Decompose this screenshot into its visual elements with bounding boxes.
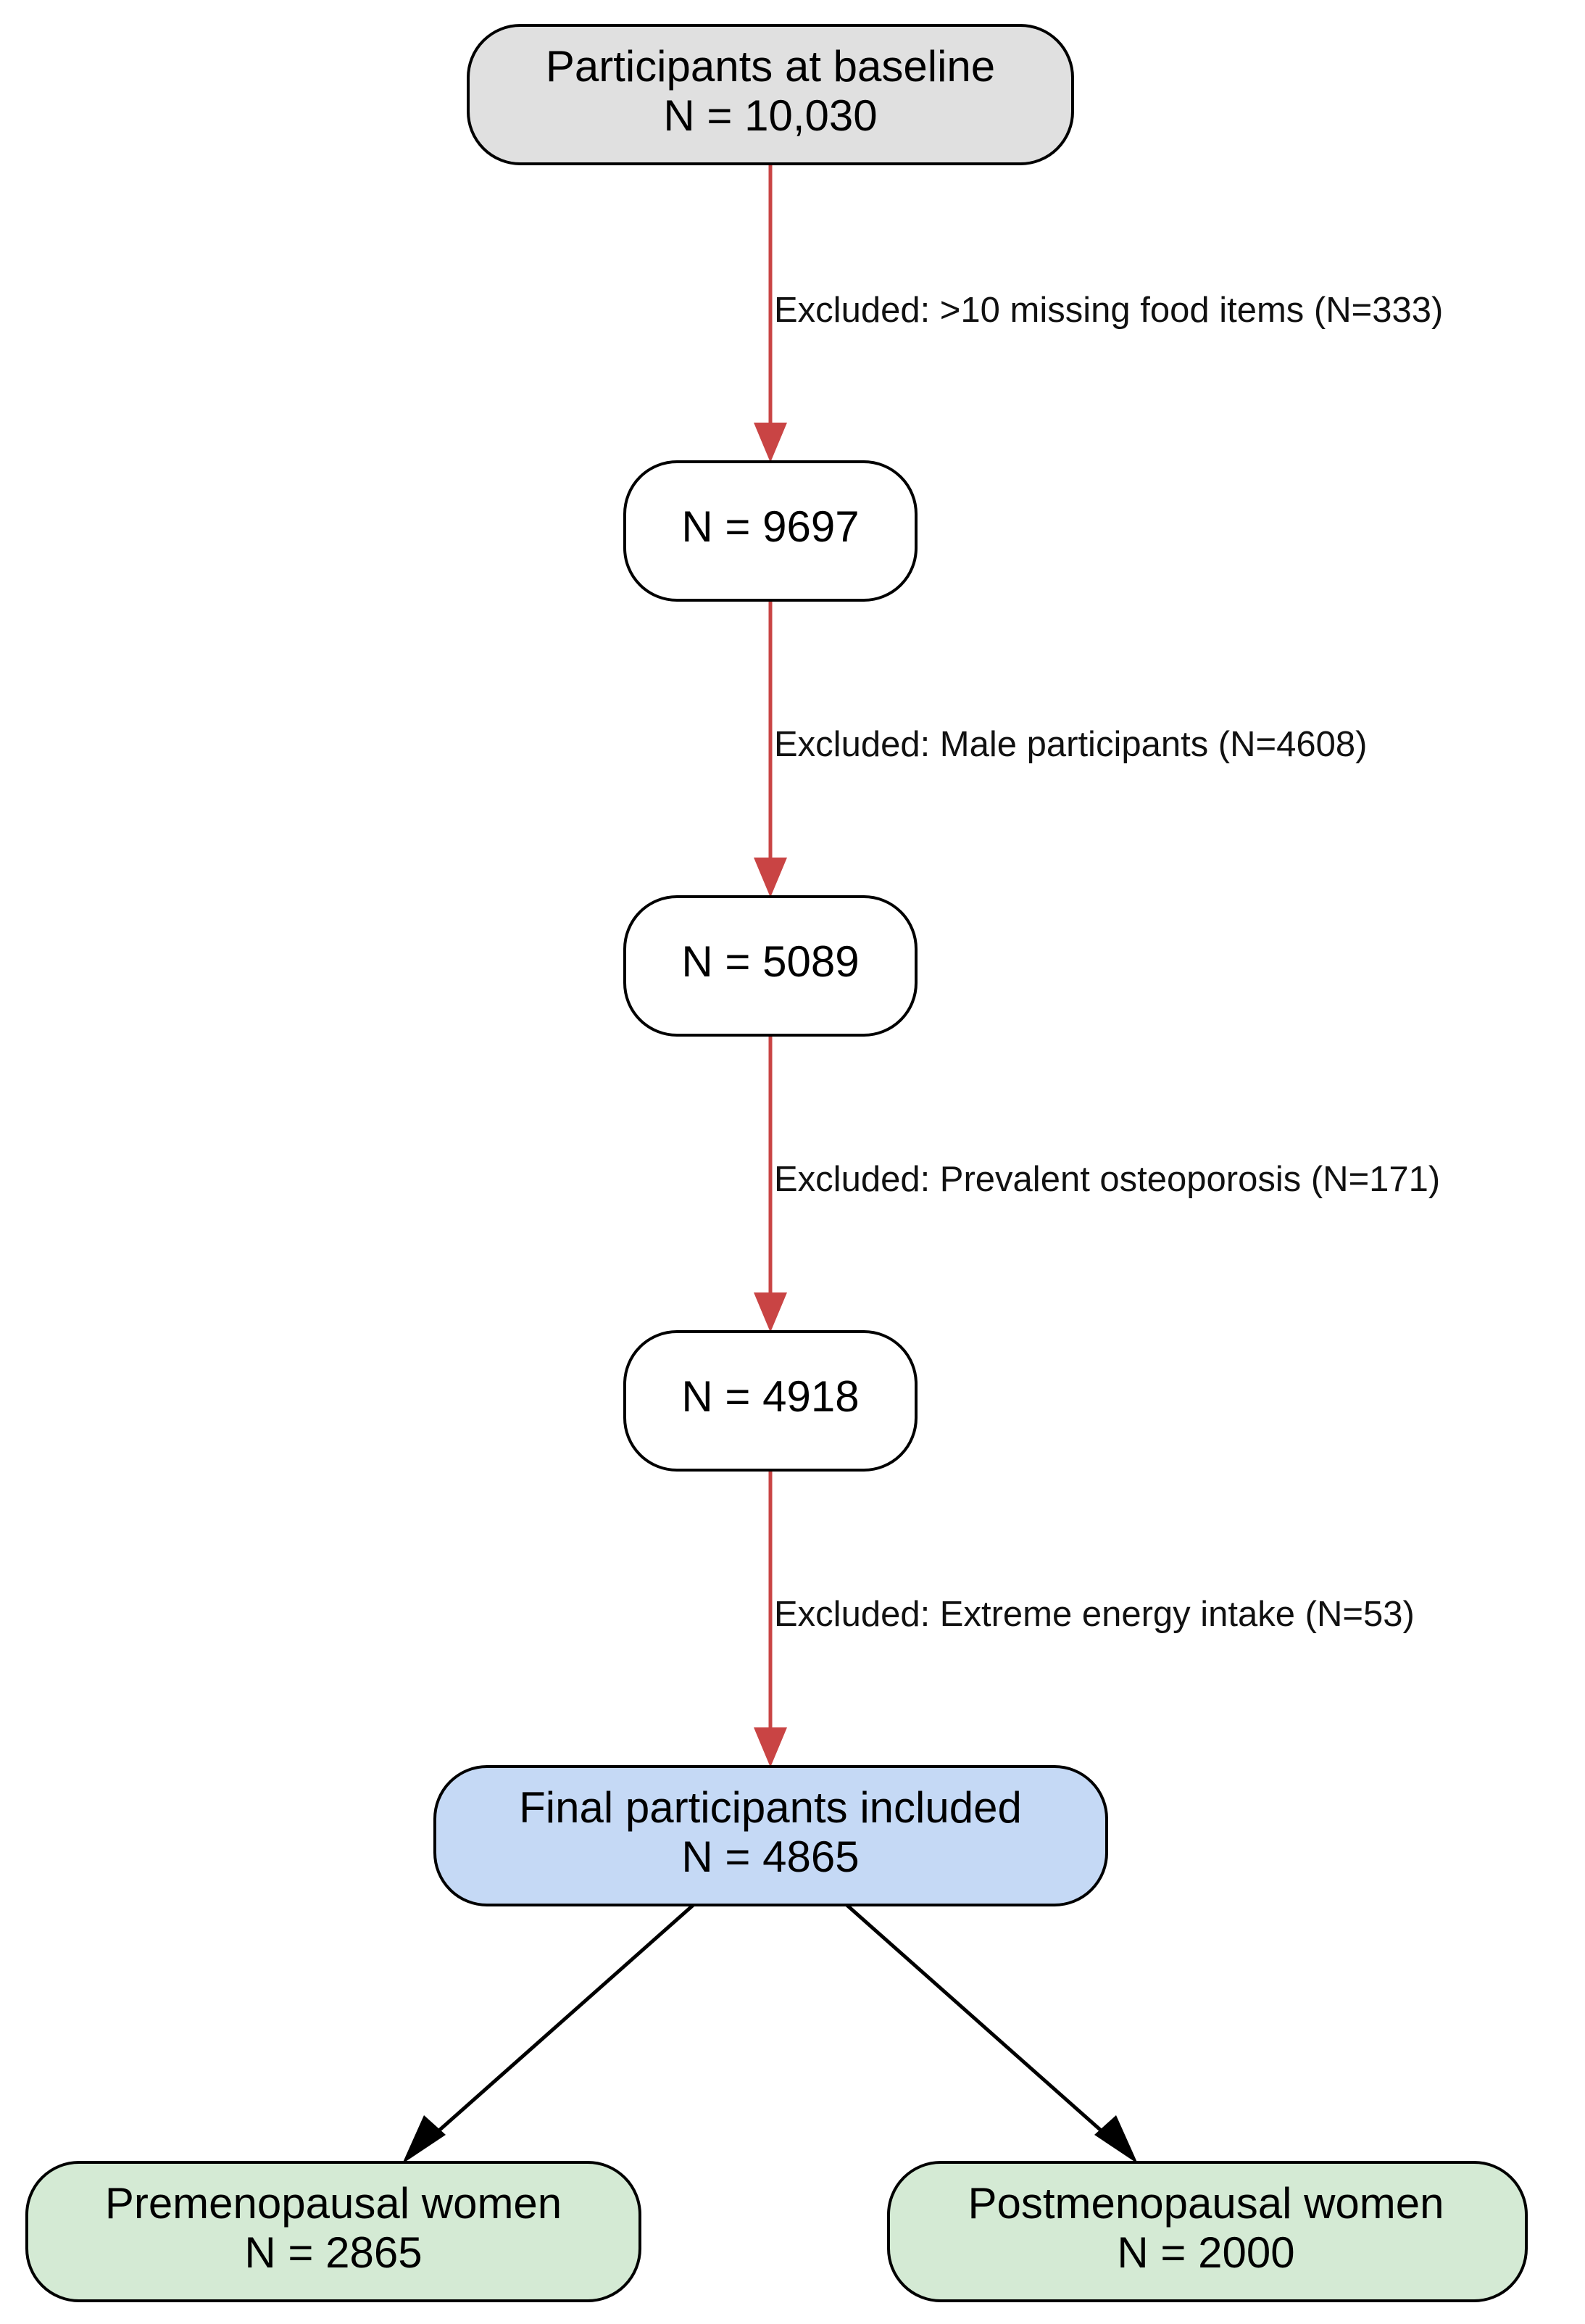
exclusion-label-osteoporosis: Excluded: Prevalent osteoporosis (N=171): [774, 1160, 1440, 1199]
edge-step1-to-step2: Excluded: Male participants (N=4608): [754, 600, 1367, 897]
exclusion-label-energy: Excluded: Extreme energy intake (N=53): [774, 1595, 1415, 1634]
node-box: [623, 1330, 918, 1472]
node-step1: N = 9697: [623, 460, 918, 602]
node-step2: N = 5089: [623, 895, 918, 1037]
edge-final-to-premenopausal: [402, 1901, 697, 2164]
node-premenopausal: Premenopausal women N = 2865: [25, 2161, 641, 2302]
arrowhead-icon: [1094, 2115, 1138, 2164]
node-title: Final participants included: [519, 1783, 1022, 1832]
node-postmenopausal: Postmenopausal women N = 2000: [887, 2161, 1528, 2302]
node-final: Final participants included N = 4865: [433, 1765, 1108, 1906]
node-count: N = 5089: [681, 937, 859, 986]
exclusion-label-missing-food: Excluded: >10 missing food items (N=333): [774, 291, 1443, 330]
node-title: Postmenopausal women: [968, 2179, 1444, 2228]
edge-step2-to-step3: Excluded: Prevalent osteoporosis (N=171): [754, 1035, 1440, 1332]
node-count: N = 4918: [681, 1372, 859, 1421]
node-title: Participants at baseline: [546, 42, 995, 91]
exclusion-label-male: Excluded: Male participants (N=4608): [774, 725, 1367, 764]
edge-step3-to-final: Excluded: Extreme energy intake (N=53): [754, 1470, 1415, 1767]
arrowhead-icon: [754, 1292, 787, 1332]
node-count: N = 2865: [244, 2228, 422, 2277]
node-count: N = 10,030: [663, 91, 877, 140]
node-box: [433, 1765, 1108, 1906]
arrowhead-icon: [754, 1727, 787, 1767]
node-box: [25, 2161, 641, 2302]
edge-baseline-to-step1: Excluded: >10 missing food items (N=333): [754, 165, 1443, 462]
arrowhead-icon: [754, 858, 787, 897]
arrowhead-icon: [402, 2115, 446, 2164]
node-count: N = 9697: [681, 502, 859, 551]
arrowhead-icon: [754, 423, 787, 462]
edge-final-to-postmenopausal: [843, 1901, 1138, 2164]
node-box: [623, 460, 918, 602]
node-title: Premenopausal women: [105, 2179, 562, 2228]
edge-line: [843, 1901, 1114, 2142]
node-count: N = 4865: [681, 1833, 859, 1881]
node-box: [887, 2161, 1528, 2302]
node-baseline: Participants at baseline N = 10,030: [467, 24, 1074, 165]
node-step3: N = 4918: [623, 1330, 918, 1472]
node-count: N = 2000: [1117, 2228, 1294, 2277]
edge-line: [426, 1901, 697, 2142]
node-box: [623, 895, 918, 1037]
node-box: [467, 24, 1074, 165]
